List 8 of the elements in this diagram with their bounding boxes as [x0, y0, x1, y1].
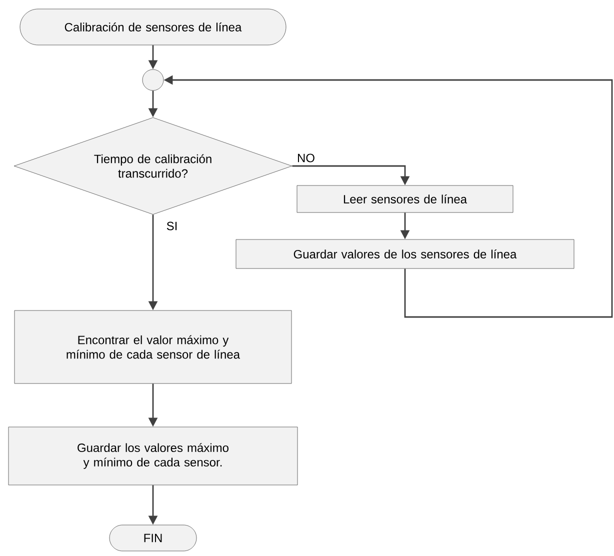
process-box: Encontrar el valor máximo y mínimo de cada sensor de línea — [14, 310, 292, 384]
process-box: Leer sensores de línea — [296, 185, 514, 213]
terminal-oval: FIN — [109, 524, 197, 552]
edge-label: NO — [298, 154, 314, 162]
edge-label: SI — [166, 222, 177, 230]
process-box: Guardar los valores máximo y mínimo de cada sensor. — [8, 426, 298, 486]
connector-circle — [142, 69, 164, 91]
process-box: Guardar valores de los sensores de línea — [236, 239, 574, 269]
